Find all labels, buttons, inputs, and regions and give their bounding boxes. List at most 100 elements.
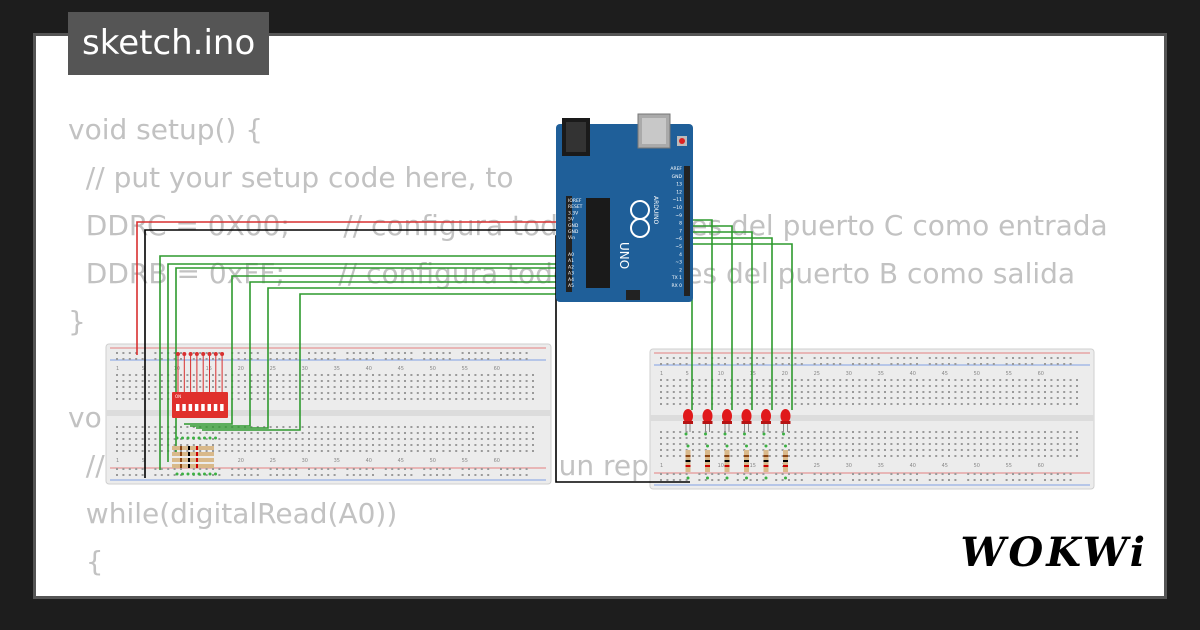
led-base — [741, 421, 752, 424]
board-vendor: ARDUINO — [652, 196, 659, 225]
pin-label: GND — [672, 174, 683, 180]
code-line: vo — [68, 401, 102, 434]
pin-label: 3.3V — [568, 210, 579, 216]
card-frame — [33, 33, 1167, 599]
resistor — [172, 464, 214, 468]
board-name: UNO — [617, 242, 631, 269]
led-array — [683, 409, 791, 480]
dip-toggle — [213, 404, 218, 411]
breadboard-column-number: 5 — [686, 371, 689, 377]
pin-label: 7 — [679, 228, 682, 234]
breadboard-column-number: 5 — [142, 458, 145, 464]
breadboard-column-number: 35 — [334, 458, 340, 464]
pin-label: 13 — [676, 182, 682, 188]
breadboard-column-number: 15 — [750, 463, 756, 469]
breadboard-column-number: 1 — [660, 463, 663, 469]
pin-label: A4 — [568, 277, 574, 283]
breadboard-column-number: 55 — [1006, 371, 1012, 377]
led — [722, 409, 732, 423]
wire-end — [213, 352, 218, 356]
wire-end — [175, 472, 179, 476]
breadboard-column-number: 60 — [494, 458, 500, 464]
breadboard-column-number: 60 — [494, 366, 500, 372]
breadboard-column-number: 30 — [846, 371, 852, 377]
resistor-band — [724, 465, 730, 467]
resistor-band — [705, 455, 710, 457]
wire-end — [725, 444, 729, 448]
code-line: while(digitalRead(A0)) — [68, 497, 398, 530]
wire-end — [723, 432, 727, 436]
breadboard-column-number: 40 — [910, 371, 916, 377]
pin-label: 8 — [679, 221, 682, 227]
breadboard-column-number: 50 — [974, 371, 980, 377]
breadboard-column-number: 35 — [334, 366, 340, 372]
resistor-band — [188, 452, 190, 456]
resistor-band — [724, 455, 730, 457]
breadboard-column-number: 5 — [142, 366, 145, 372]
pin-label: ~9 — [675, 213, 682, 219]
resistor-band — [705, 465, 710, 467]
code-line: digitalWrite(8, HIGH); — [68, 586, 1132, 596]
resistor-band — [705, 460, 710, 462]
wokwi-logo: WOKWi — [960, 529, 1148, 576]
resistor — [172, 458, 214, 462]
wire-end — [194, 352, 199, 356]
breadboard-column-number: 40 — [366, 366, 372, 372]
breadboard-column-number: 55 — [462, 458, 468, 464]
wire-end — [208, 472, 212, 476]
dip-toggle — [194, 404, 199, 411]
led-base — [780, 421, 791, 424]
breadboard-column-number: 25 — [814, 371, 820, 377]
wire-end — [175, 436, 179, 440]
breadboard-column-number: 10 — [718, 463, 724, 469]
pin-label: A3 — [568, 271, 574, 277]
pin-label: ~5 — [675, 244, 682, 250]
dip-toggle — [176, 404, 180, 411]
led — [761, 409, 771, 423]
pin-label: GND — [568, 223, 579, 229]
breadboard-column-number: 50 — [974, 463, 980, 469]
led — [702, 409, 713, 423]
pin-label: 12 — [676, 189, 682, 195]
wire-end — [186, 436, 190, 440]
wire-end — [203, 436, 206, 440]
resistors-left — [172, 436, 217, 476]
dip-switch[interactable]: ON — [172, 392, 228, 418]
wire-end — [686, 444, 690, 448]
resistor-band — [763, 460, 769, 462]
wire-end — [706, 444, 709, 448]
wire-end — [197, 472, 201, 476]
breadboard-column-number: 60 — [1038, 463, 1044, 469]
wire-end — [188, 352, 193, 356]
wire-end — [197, 436, 201, 440]
wire-end — [706, 476, 709, 480]
breadboard-column-number: 50 — [430, 366, 436, 372]
resistor-band — [783, 455, 788, 457]
dip-toggle — [182, 404, 186, 411]
breadboard-left: 1155101015152020252530303535404045455050… — [105, 343, 552, 485]
resistor-band — [744, 460, 749, 462]
wire-end — [745, 444, 748, 448]
wire-end — [181, 472, 184, 476]
resistor-band — [724, 460, 730, 462]
wire-end — [207, 352, 212, 356]
wire-end — [764, 476, 768, 480]
resistor-band — [783, 460, 788, 462]
wire-end — [203, 472, 206, 476]
resistor-band — [180, 464, 182, 468]
resistor-band — [685, 460, 691, 462]
pin-label: A0 — [568, 252, 574, 258]
resistor-band — [196, 446, 198, 450]
pin-label: IOREF — [568, 198, 582, 204]
resistor-band — [744, 455, 749, 457]
code-line: { — [68, 545, 104, 578]
breadboard-column-number: 55 — [1006, 463, 1012, 469]
breadboard-column-number: 45 — [398, 366, 404, 372]
wire-end — [784, 444, 787, 448]
wire-end — [214, 436, 217, 440]
wire-end — [764, 444, 768, 448]
breadboard-column-number: 20 — [238, 458, 244, 464]
breadboard-column-number: 45 — [398, 458, 404, 464]
